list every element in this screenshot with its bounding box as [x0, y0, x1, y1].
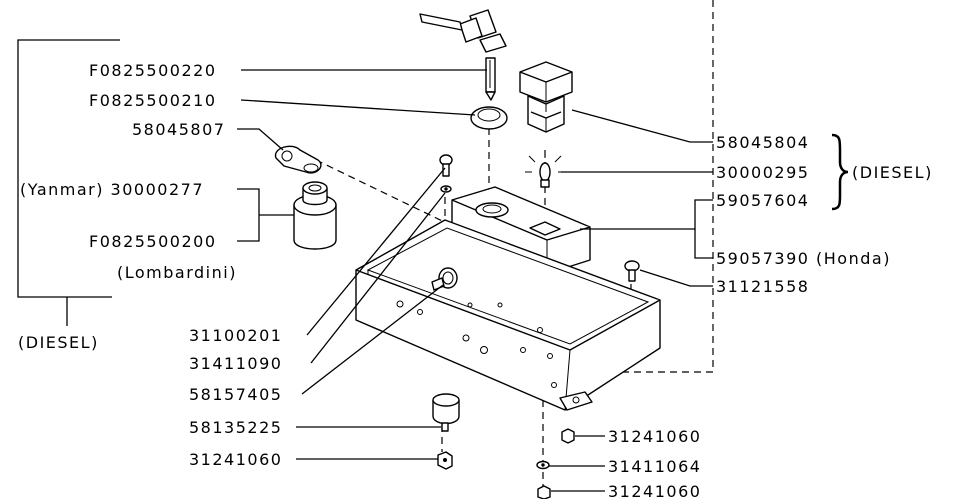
- label-58135225: 58135225: [189, 418, 282, 437]
- label-58157405: 58157405: [189, 385, 282, 404]
- label-31411090: 31411090: [189, 354, 282, 373]
- label-31100201: 31100201: [189, 326, 282, 345]
- label-59057604: 59057604: [716, 191, 809, 210]
- label-31121558: 31121558: [716, 277, 809, 296]
- label-f0825500210: F0825500210: [89, 91, 217, 110]
- label-diesel-right: (DIESEL): [852, 163, 933, 182]
- label-30000295: 30000295: [716, 163, 809, 182]
- label-58045807: 58045807: [132, 120, 225, 139]
- bulb: [525, 150, 565, 188]
- ignition-key: [419, 9, 507, 101]
- label-yanmar-30000277: (Yanmar) 30000277: [20, 180, 204, 199]
- part-labels: F0825500220 F0825500210 58045807 (Yanmar…: [18, 61, 933, 499]
- rubber-mount: [432, 393, 460, 470]
- indicator-lamp: [519, 61, 573, 133]
- bulkhead-fitting: [431, 267, 458, 291]
- label-f0825500220: F0825500220: [89, 61, 217, 80]
- screw-left: [439, 154, 453, 193]
- leader-lines: [237, 69, 713, 492]
- label-f0825500200: F0825500200: [89, 232, 217, 251]
- label-31411064: 31411064: [608, 457, 701, 476]
- label-59057390-honda: 59057390 (Honda): [716, 249, 891, 268]
- tray-box: [355, 219, 661, 411]
- switch-housing: [451, 186, 591, 286]
- screw-right: [624, 260, 640, 282]
- label-31241060-right-2: 31241060: [608, 482, 701, 499]
- dust-cap: [274, 145, 322, 174]
- label-lombardini: (Lombardini): [117, 263, 237, 282]
- connector-plug: [293, 181, 337, 250]
- diesel-right-brace: [831, 133, 849, 211]
- label-31241060-right-1: 31241060: [608, 427, 701, 446]
- label-diesel-left: (DIESEL): [18, 333, 99, 352]
- diesel-left-bracket: [17, 39, 120, 326]
- label-31241060-left: 31241060: [189, 450, 282, 469]
- switch-nut: [470, 106, 508, 130]
- right-hardware: [536, 428, 575, 499]
- label-58045804: 58045804: [716, 133, 809, 152]
